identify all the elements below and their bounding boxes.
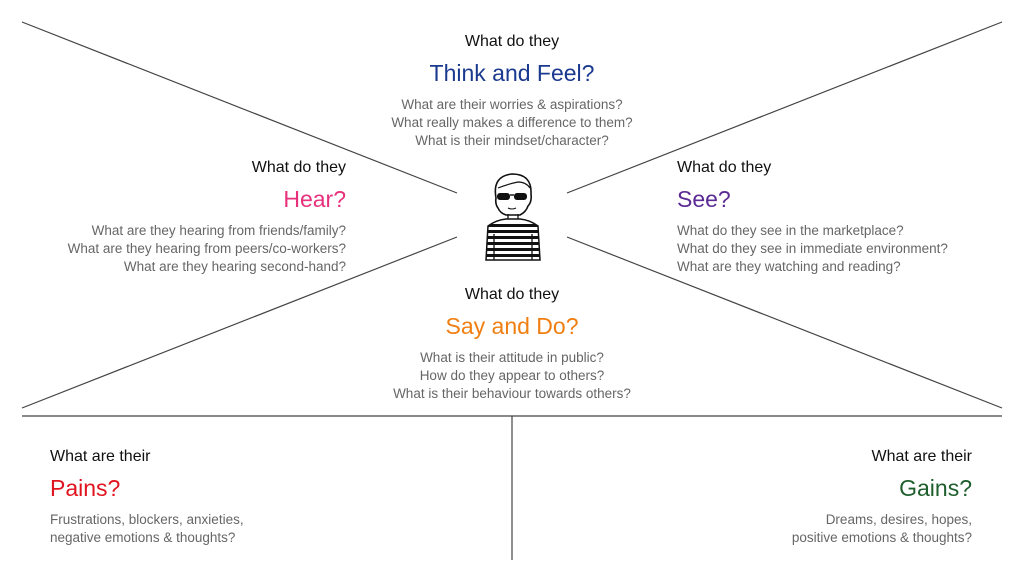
gains-section: What are their Gains? Dreams, desires, h… (640, 447, 972, 547)
see-question: What do they see in the marketplace? (677, 223, 904, 238)
think-title: Think and Feel? (429, 60, 595, 86)
see-prefix: What do they (677, 159, 772, 176)
gains-prefix: What are their (871, 448, 972, 465)
say-questions: What is their attitude in public? How do… (312, 349, 712, 403)
think-question: What is their mindset/character? (415, 133, 609, 148)
hear-title: Hear? (283, 186, 346, 212)
see-question: What are they watching and reading? (677, 259, 901, 274)
hear-prefix: What do they (251, 159, 346, 176)
hear-question: What are they hearing from peers/co-work… (67, 241, 346, 256)
say-title: Say and Do? (445, 313, 579, 339)
see-questions: What do they see in the marketplace? Wha… (677, 222, 1017, 276)
see-question: What do they see in immediate environmen… (677, 241, 948, 256)
persona-sunglasses-striped-shirt-icon (485, 173, 541, 261)
persona-sunglasses (497, 193, 510, 200)
divider-bottom-right (566, 236, 1003, 409)
think-prefix: What do they (464, 33, 560, 50)
think-question: What really makes a difference to them? (391, 115, 633, 130)
pains-section: What are their Pains? Frustrations, bloc… (50, 447, 380, 547)
think-questions: What are their worries & aspirations? Wh… (312, 96, 712, 150)
see-section: What do they See? What do they see in th… (677, 158, 1017, 276)
pains-title: Pains? (50, 475, 121, 501)
pains-question: negative emotions & thoughts? (50, 530, 236, 545)
gains-question: Dreams, desires, hopes, (825, 512, 972, 527)
say-prefix: What do they (464, 286, 560, 303)
divider-bottom-left (21, 236, 458, 409)
think-question: What are their worries & aspirations? (401, 97, 623, 112)
hear-questions: What are they hearing from friends/famil… (6, 222, 346, 276)
hear-question: What are they hearing second-hand? (123, 259, 346, 274)
gains-title: Gains? (899, 475, 972, 501)
see-title: See? (677, 186, 731, 212)
divider-top-left (21, 21, 458, 194)
pains-prefix: What are their (50, 448, 151, 465)
persona-striped-shirt (486, 219, 540, 260)
gains-questions: Dreams, desires, hopes, positive emotion… (640, 511, 972, 547)
think-and-feel-section: What do they Think and Feel? What are th… (312, 32, 712, 150)
say-question: What is their behaviour towards others? (393, 386, 631, 401)
gains-question: positive emotions & thoughts? (791, 530, 972, 545)
say-question: What is their attitude in public? (420, 350, 604, 365)
pains-question: Frustrations, blockers, anxieties, (50, 512, 244, 527)
pains-questions: Frustrations, blockers, anxieties, negat… (50, 511, 380, 547)
hear-section: What do they Hear? What are they hearing… (6, 158, 346, 276)
divider-top-right (566, 21, 1003, 194)
say-and-do-section: What do they Say and Do? What is their a… (312, 285, 712, 403)
say-question: How do they appear to others? (419, 368, 605, 383)
hear-question: What are they hearing from friends/famil… (91, 223, 346, 238)
